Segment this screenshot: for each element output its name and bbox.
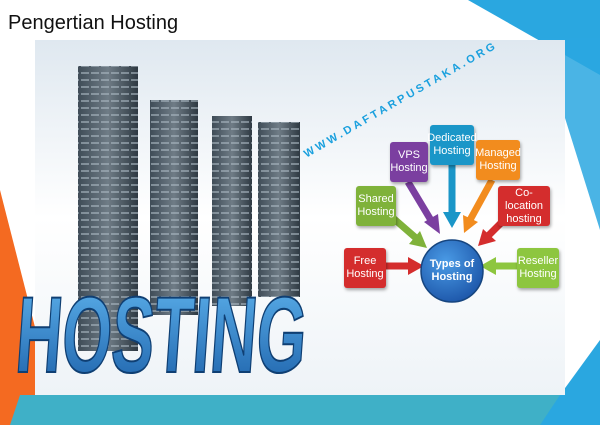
connector-arrows: [386, 164, 518, 275]
page-title: Pengertian Hosting: [8, 12, 179, 34]
arrow-vps: [404, 180, 436, 224]
node-shared-hosting: Shared Hosting: [356, 186, 396, 226]
center-circle: [420, 239, 484, 303]
arrow-shared: [390, 215, 419, 241]
node-colocation-hosting: Co-location hosting: [498, 186, 550, 226]
node-managed-hosting: Managed Hosting: [475, 140, 521, 180]
node-reseller-hosting: Reseller Hosting: [517, 248, 559, 288]
node-free-hosting: Free Hosting: [344, 248, 386, 288]
bottom-right-blue-corner: [540, 340, 600, 425]
node-dedicated-hosting: Dedicated Hosting: [427, 125, 477, 165]
arrow-managed: [466, 178, 496, 222]
node-vps-hosting: VPS Hosting: [390, 142, 428, 182]
bottom-teal-band: [10, 395, 600, 425]
server-towers: [78, 66, 300, 351]
center-label: Types of Hosting: [429, 258, 475, 283]
hosting-word: HOSTING: [12, 274, 310, 395]
